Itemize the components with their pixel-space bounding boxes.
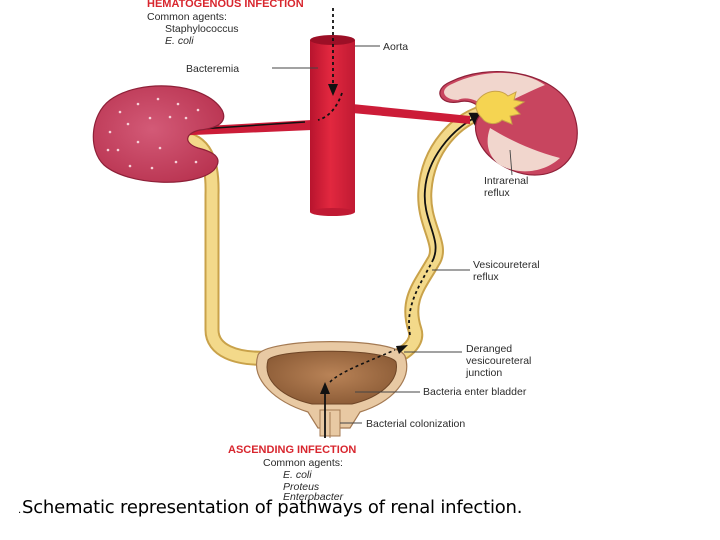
left-ureter [172,130,278,366]
figure-caption: .Schematic representation of pathways of… [18,497,522,518]
renal-pelvis [475,90,526,125]
ascending-arrows [320,345,408,438]
right-renal-artery [352,104,470,124]
bacteremia-label: Bacteremia [186,63,239,75]
intrarenal-label-1: Intrarenal [484,175,528,187]
leader-lines [272,45,513,424]
caption-bullet: . [18,505,21,516]
left-kidney [92,85,225,183]
intrarenal-label-2: reflux [484,187,510,199]
ascending-title: ASCENDING INFECTION [228,444,356,456]
colonization-label: Bacterial colonization [366,418,465,430]
hematogenous-title: HEMATOGENOUS INFECTION [147,0,304,10]
bladder [255,341,408,438]
hematogenous-agent-2: E. coli [165,35,194,47]
vesicoureteral-label-2: reflux [473,271,499,283]
ascending-agent-3: Enterobacter [283,491,344,503]
right-kidney [439,71,578,176]
ascending-agent-1: E. coli [283,469,312,481]
vesicoureteral-label-1: Vesicoureteral [473,259,540,271]
aorta-label: Aorta [383,41,408,53]
right-ureter [372,102,498,370]
hematogenous-agent-1: Staphylococcus [165,23,239,35]
deranged-label-2: vesicoureteral [466,355,531,367]
deranged-label-1: Deranged [466,343,512,355]
hematogenous-agents-label: Common agents: [147,11,227,23]
caption-text: Schematic representation of pathways of … [21,497,523,518]
deranged-label-3: junction [465,367,502,379]
bacteria-enter-label: Bacteria enter bladder [423,386,527,398]
ascending-agents-label: Common agents: [263,457,343,469]
ascending-agent-2: Proteus [283,481,320,493]
